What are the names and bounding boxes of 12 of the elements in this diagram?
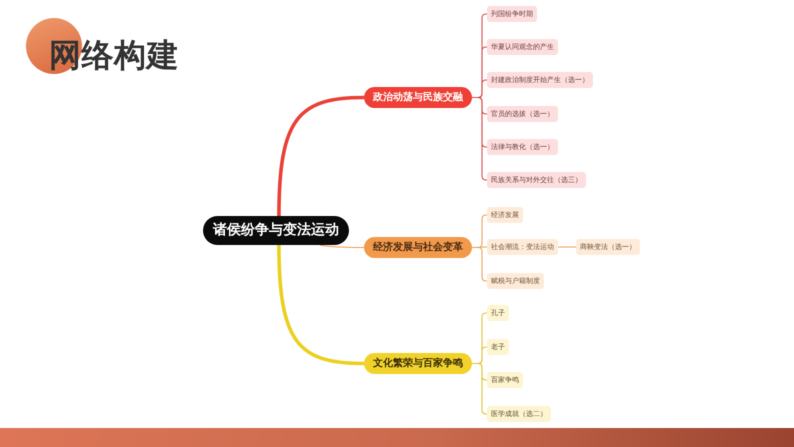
connector-line — [472, 362, 487, 415]
connector-line — [472, 246, 487, 282]
connector-line — [472, 96, 487, 181]
connector-line — [277, 96, 364, 216]
connector-line — [320, 244, 364, 248]
branch-topic: 经济发展与社会变革 — [364, 237, 472, 258]
connector-line — [558, 246, 576, 248]
central-topic: 诸侯纷争与变法运动 — [203, 216, 349, 245]
page-title: 网络构建 — [49, 35, 179, 75]
branch-topic: 文化繁荣与百家争鸣 — [364, 353, 472, 374]
branch-topic: 政治动荡与民族交融 — [364, 87, 472, 108]
connector-line — [277, 244, 364, 366]
